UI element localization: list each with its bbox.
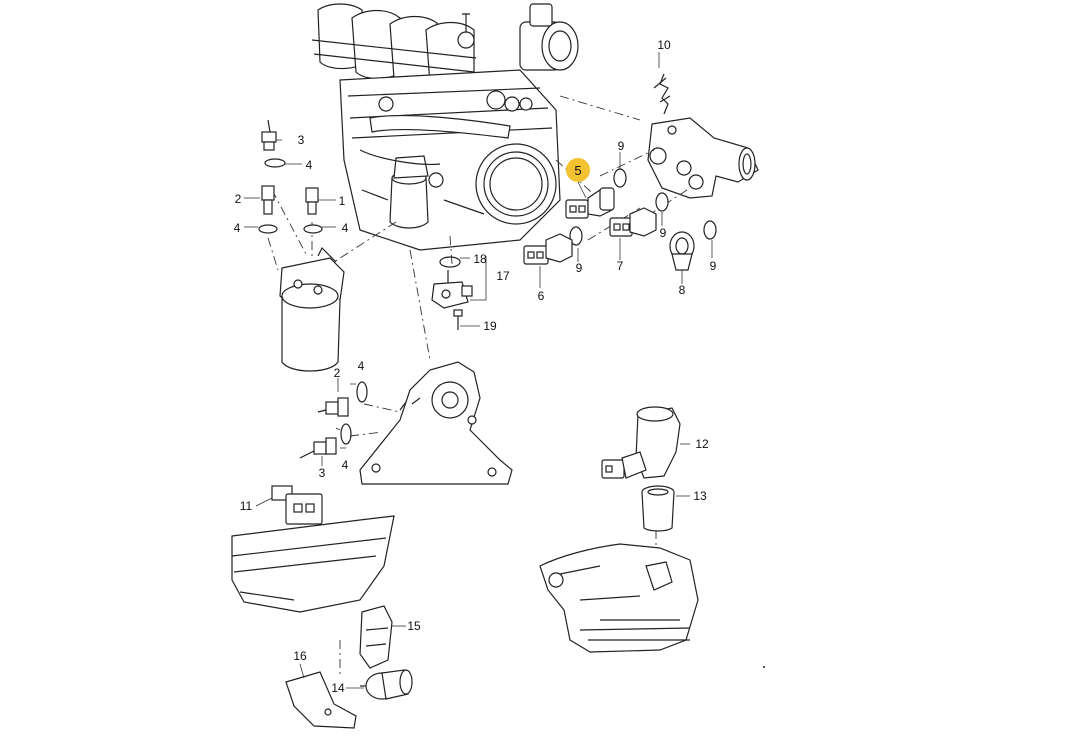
centerline — [631, 187, 691, 227]
centerline — [599, 149, 655, 177]
coolant-temp-sender-7 — [609, 207, 657, 237]
callout-5: 5 — [574, 163, 581, 178]
callout-3: 3 — [298, 133, 305, 147]
mounting-bracket — [359, 361, 513, 485]
coolant-temp-sender-5 — [565, 187, 615, 219]
centerline — [267, 237, 279, 271]
leader-lines — [244, 52, 713, 689]
coolant-temp-sender-6 — [523, 233, 573, 265]
front-bumper — [231, 515, 395, 613]
callout-9: 9 — [618, 139, 625, 153]
bracket-plate-16 — [285, 671, 357, 729]
callout-4: 4 — [342, 221, 349, 235]
temperature-sender-2-lower — [317, 381, 368, 417]
coolant-flange-10 — [647, 73, 759, 199]
highlight-badge-5[interactable]: 5 — [566, 158, 590, 182]
centerline — [409, 249, 431, 361]
transmission-housing — [539, 543, 699, 653]
callout-9: 9 — [710, 259, 717, 273]
sealing-plug-8 — [669, 231, 695, 271]
temperature-sender-3-lower — [299, 423, 352, 459]
speed-sensor-17 — [431, 256, 473, 330]
centerline — [271, 189, 307, 255]
seal-ring-9 — [655, 192, 669, 212]
callout-4: 4 — [234, 221, 241, 235]
callout-13: 13 — [693, 489, 707, 503]
callout-11: 11 — [240, 499, 253, 513]
seal-ring-9 — [703, 220, 717, 240]
callout-4: 4 — [342, 458, 349, 472]
callout-16: 16 — [293, 649, 307, 663]
callout-3: 3 — [319, 466, 326, 480]
centerline — [363, 403, 401, 413]
highlight-circle — [566, 158, 590, 182]
callout-9: 9 — [660, 226, 667, 240]
callout-14: 14 — [331, 681, 345, 695]
stray-mark — [763, 666, 765, 668]
oil-pressure-valve-12 — [601, 406, 681, 479]
centerline — [333, 221, 397, 263]
callout-19: 19 — [483, 319, 497, 333]
centerline — [449, 235, 453, 265]
seal-sleeve-13 — [641, 485, 675, 532]
centerline — [559, 95, 641, 121]
callout-12: 12 — [695, 437, 709, 451]
engine-assembly — [311, 3, 579, 251]
temperature-sender-2 — [258, 185, 278, 234]
temperature-sender-3 — [261, 119, 286, 168]
callout-2: 2 — [334, 366, 341, 380]
temperature-sender-1 — [303, 187, 323, 234]
callout-1: 1 — [339, 194, 346, 208]
callout-8: 8 — [679, 283, 686, 297]
oil-filter-housing — [279, 246, 345, 372]
pressure-switch-14 — [360, 669, 413, 700]
connector-11 — [271, 485, 323, 525]
seal-ring-9 — [569, 226, 583, 246]
callout-4: 4 — [358, 359, 365, 373]
callout-4: 4 — [306, 158, 313, 172]
callout-15: 15 — [407, 619, 421, 633]
centerline — [349, 431, 383, 437]
callout-10: 10 — [657, 38, 671, 52]
seal-ring-9 — [613, 168, 627, 188]
callout-18: 18 — [473, 252, 487, 266]
callout-2: 2 — [235, 192, 242, 206]
callout-17: 17 — [496, 269, 510, 283]
callout-7: 7 — [617, 259, 624, 273]
callout-6: 6 — [538, 289, 545, 303]
bracket-15 — [359, 605, 393, 669]
callout-9: 9 — [576, 261, 583, 275]
